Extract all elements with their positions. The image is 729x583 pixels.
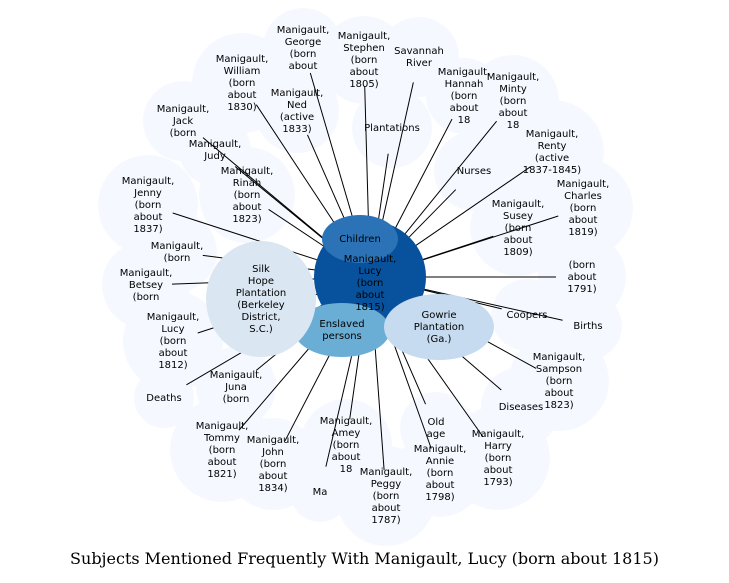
leaf-halo-susey — [470, 180, 566, 276]
link-plantations — [376, 153, 389, 228]
link-susey — [417, 235, 494, 262]
link-william — [255, 104, 343, 236]
leaf-label-plantations: Plantations — [364, 123, 420, 134]
link-peggy — [373, 326, 385, 471]
hub-label-children: Children — [339, 234, 381, 245]
link-george — [309, 72, 357, 230]
leaf-halo-plantations — [352, 88, 432, 168]
leaf-label-nborn: Manigault,(born — [151, 241, 204, 264]
hub-layer — [206, 215, 494, 360]
link-births — [418, 287, 563, 321]
leaf-label-jack: Manigault,Jack(born — [157, 104, 210, 139]
leaf-label-nurses: Nurses — [457, 166, 492, 177]
leaf-label-juna: Manigault,Juna(born — [210, 370, 263, 405]
leaf-label-betsey: Manigault,Betsey(born — [120, 268, 173, 303]
leaf-halo-deaths — [134, 368, 194, 428]
leaf-halo-abbreviation — [290, 462, 350, 522]
link-hannah — [392, 118, 453, 233]
link-judy — [234, 166, 332, 246]
leaf-label-coopers: Coopers — [506, 310, 547, 321]
link-renty — [410, 166, 531, 250]
leaf-halo-layer — [98, 8, 633, 546]
link-minty — [401, 120, 497, 239]
leaf-halo-harry — [446, 406, 550, 510]
leaf-label-deaths: Deaths — [146, 393, 181, 404]
link-savannah — [380, 82, 414, 229]
link-jack — [202, 137, 332, 246]
hub-node-enslaved[interactable] — [294, 303, 390, 357]
leaf-label-abbreviation: Ma — [313, 487, 328, 498]
link-rinah — [268, 209, 329, 250]
link-stephen — [364, 85, 370, 228]
hub-node-silk-hope[interactable] — [206, 241, 316, 357]
leaf-halo-rinah — [199, 147, 295, 243]
leaf-label-judy: Manigault,Judy — [189, 139, 242, 162]
leaf-halo-peggy — [336, 446, 436, 546]
leaf-halo-lucy1812 — [123, 291, 223, 391]
leaf-label-diseases: Diseases — [499, 402, 544, 413]
leaf-halo-ned — [255, 69, 339, 153]
leaf-label-births: Births — [573, 321, 602, 332]
hub-node-gowrie[interactable] — [384, 294, 494, 360]
diagram-caption: Subjects Mentioned Frequently With Manig… — [70, 549, 659, 568]
link-jenny — [172, 212, 323, 263]
hub-node-children[interactable] — [322, 215, 398, 263]
link-nurses — [404, 189, 457, 242]
link-ned — [307, 134, 351, 232]
